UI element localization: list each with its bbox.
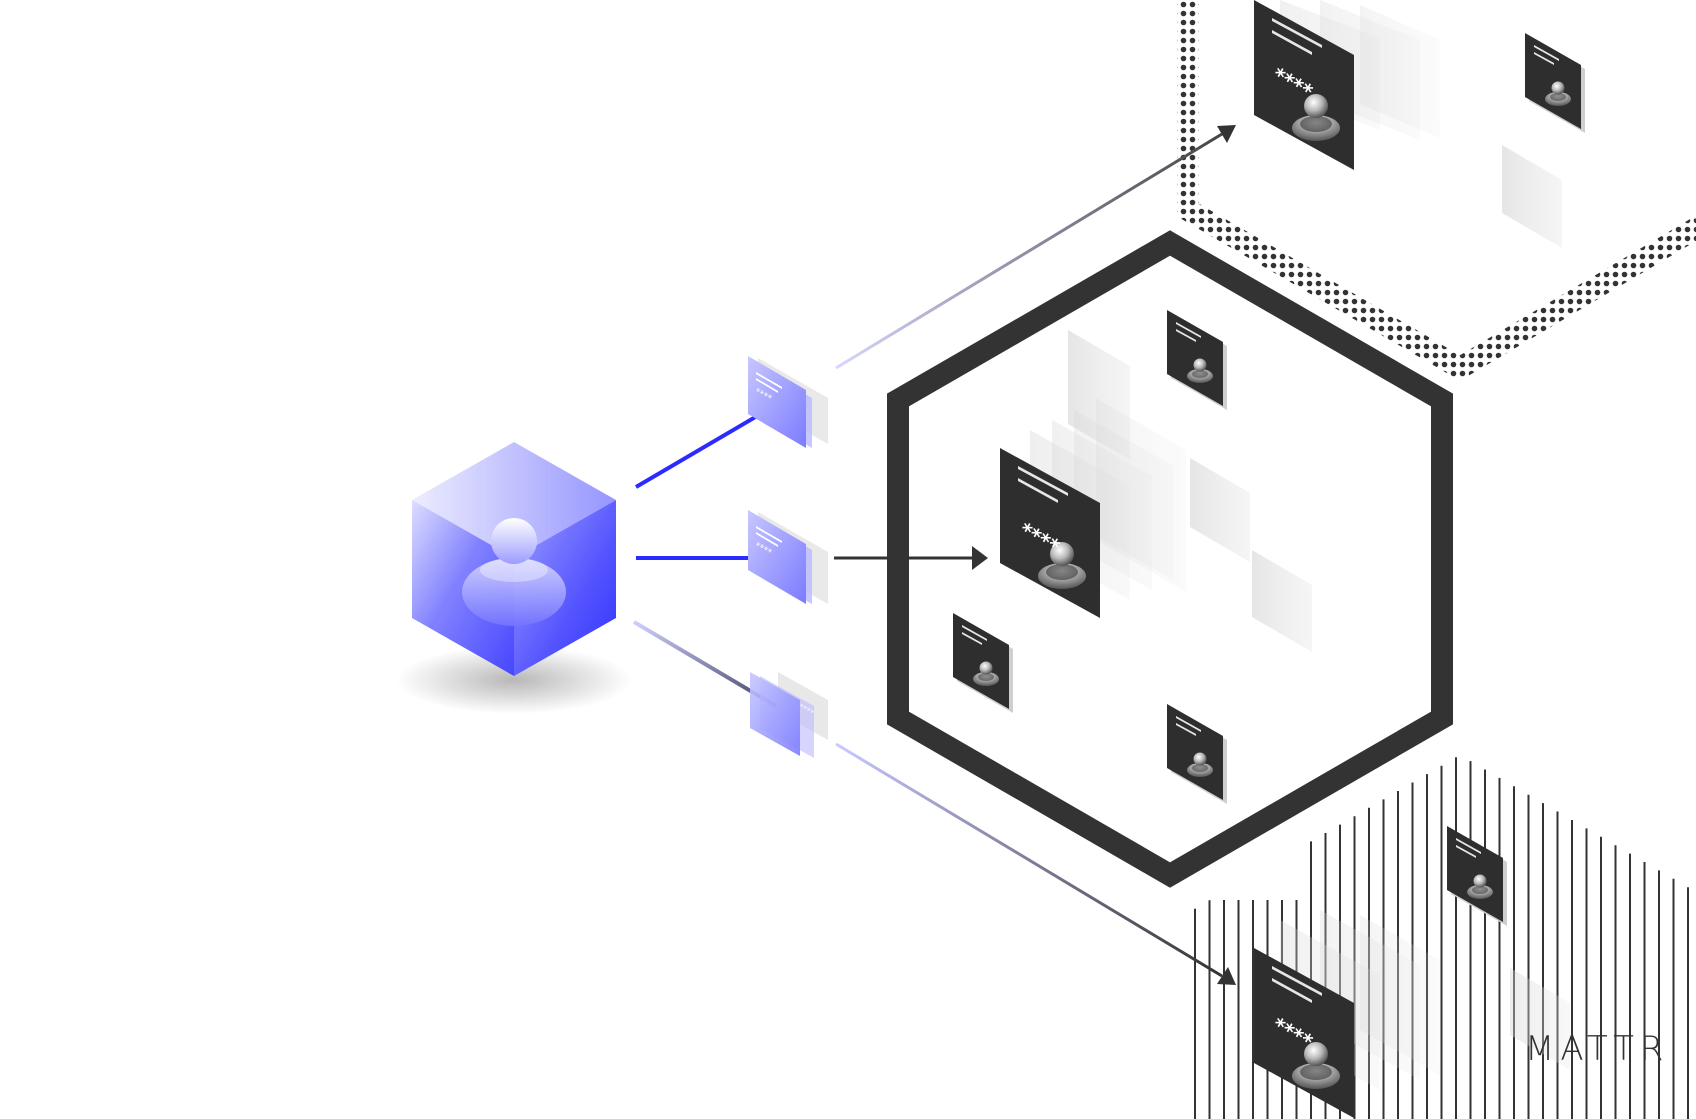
upper-network-hexagon [1177, 0, 1696, 381]
credential-card-top: **** [1254, 0, 1354, 170]
arrow-icon [1217, 125, 1236, 143]
brand-logo-text: MATTR [1525, 1029, 1670, 1069]
blue-credential-stack-top: **** [748, 356, 828, 448]
credential-card-bottom: **** [1254, 948, 1354, 1118]
mattr-logo: MATTR [1525, 1029, 1670, 1069]
ghost-cards [1030, 0, 1570, 1090]
blue-credential-stack-bottom: **** [750, 672, 828, 758]
presentation-arrows [834, 125, 1236, 985]
id-card-icon [1167, 310, 1227, 410]
arrow-icon [972, 546, 988, 570]
id-card-icon [953, 613, 1013, 713]
credential-card-main: **** [1000, 448, 1100, 618]
arrow-icon [1217, 967, 1236, 985]
user-cube-icon [396, 442, 632, 714]
main-network-hexagon [887, 230, 1453, 888]
blue-credential-stack-middle: **** [748, 510, 828, 604]
id-card-icon [1167, 704, 1227, 804]
id-card-icon [1525, 33, 1585, 133]
